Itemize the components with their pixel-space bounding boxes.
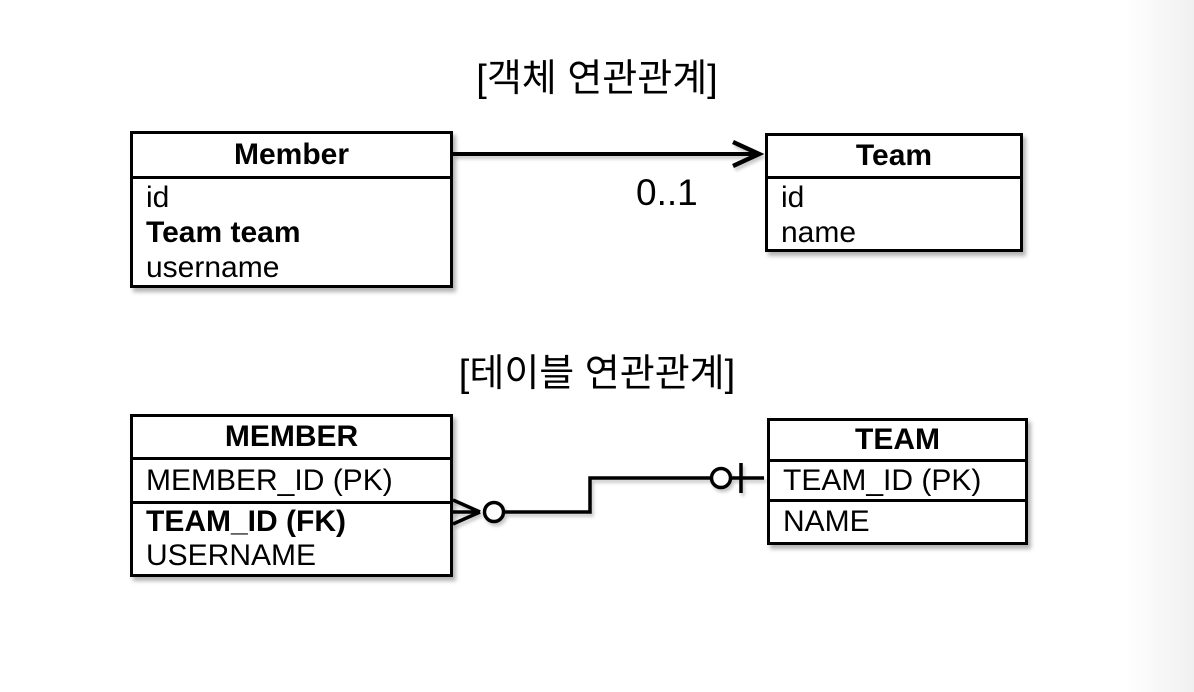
member-field-username: username: [146, 251, 280, 284]
team-table-name: TEAM: [770, 421, 1025, 462]
team-table-pk-row: TEAM_ID (PK): [770, 462, 1025, 502]
member-class-name: Member: [133, 134, 450, 179]
member-table-box: MEMBER MEMBER_ID (PK) TEAM_ID (FK) USERN…: [130, 414, 453, 577]
member-field-team: Team team: [146, 216, 301, 249]
member-table-columns: TEAM_ID (FK) USERNAME: [133, 504, 450, 573]
team-field-name: name: [781, 216, 857, 249]
team-table-box: TEAM TEAM_ID (PK) NAME: [767, 418, 1028, 545]
team-class-box: Team id name: [765, 133, 1023, 252]
association-arrow: [453, 139, 765, 169]
multiplicity-label: 0..1: [636, 172, 698, 213]
member-table-pk-row: MEMBER_ID (PK): [133, 460, 450, 504]
object-relation-title: [객체 연관관계]: [476, 58, 718, 100]
zero-circle-icon: [482, 500, 506, 524]
team-class-fields: id name: [768, 179, 1020, 250]
member-field-id: id: [146, 181, 170, 214]
member-table-username-row: USERNAME: [146, 539, 317, 572]
team-field-id: id: [781, 181, 805, 214]
member-table-name: MEMBER: [133, 417, 450, 460]
team-table-name-row: NAME: [783, 505, 870, 538]
table-relation-title: [테이블 연관관계]: [458, 353, 736, 395]
member-class-box: Member id Team team username: [130, 131, 453, 288]
fk-connector: [452, 463, 764, 526]
open-arrowhead-icon: [732, 139, 765, 169]
member-class-fields: id Team team username: [133, 179, 450, 285]
crow-foot-many-icon: [452, 498, 481, 526]
zero-circle-icon: [709, 466, 733, 490]
member-table-fk-row: TEAM_ID (FK): [146, 505, 346, 538]
team-class-name: Team: [768, 136, 1020, 179]
